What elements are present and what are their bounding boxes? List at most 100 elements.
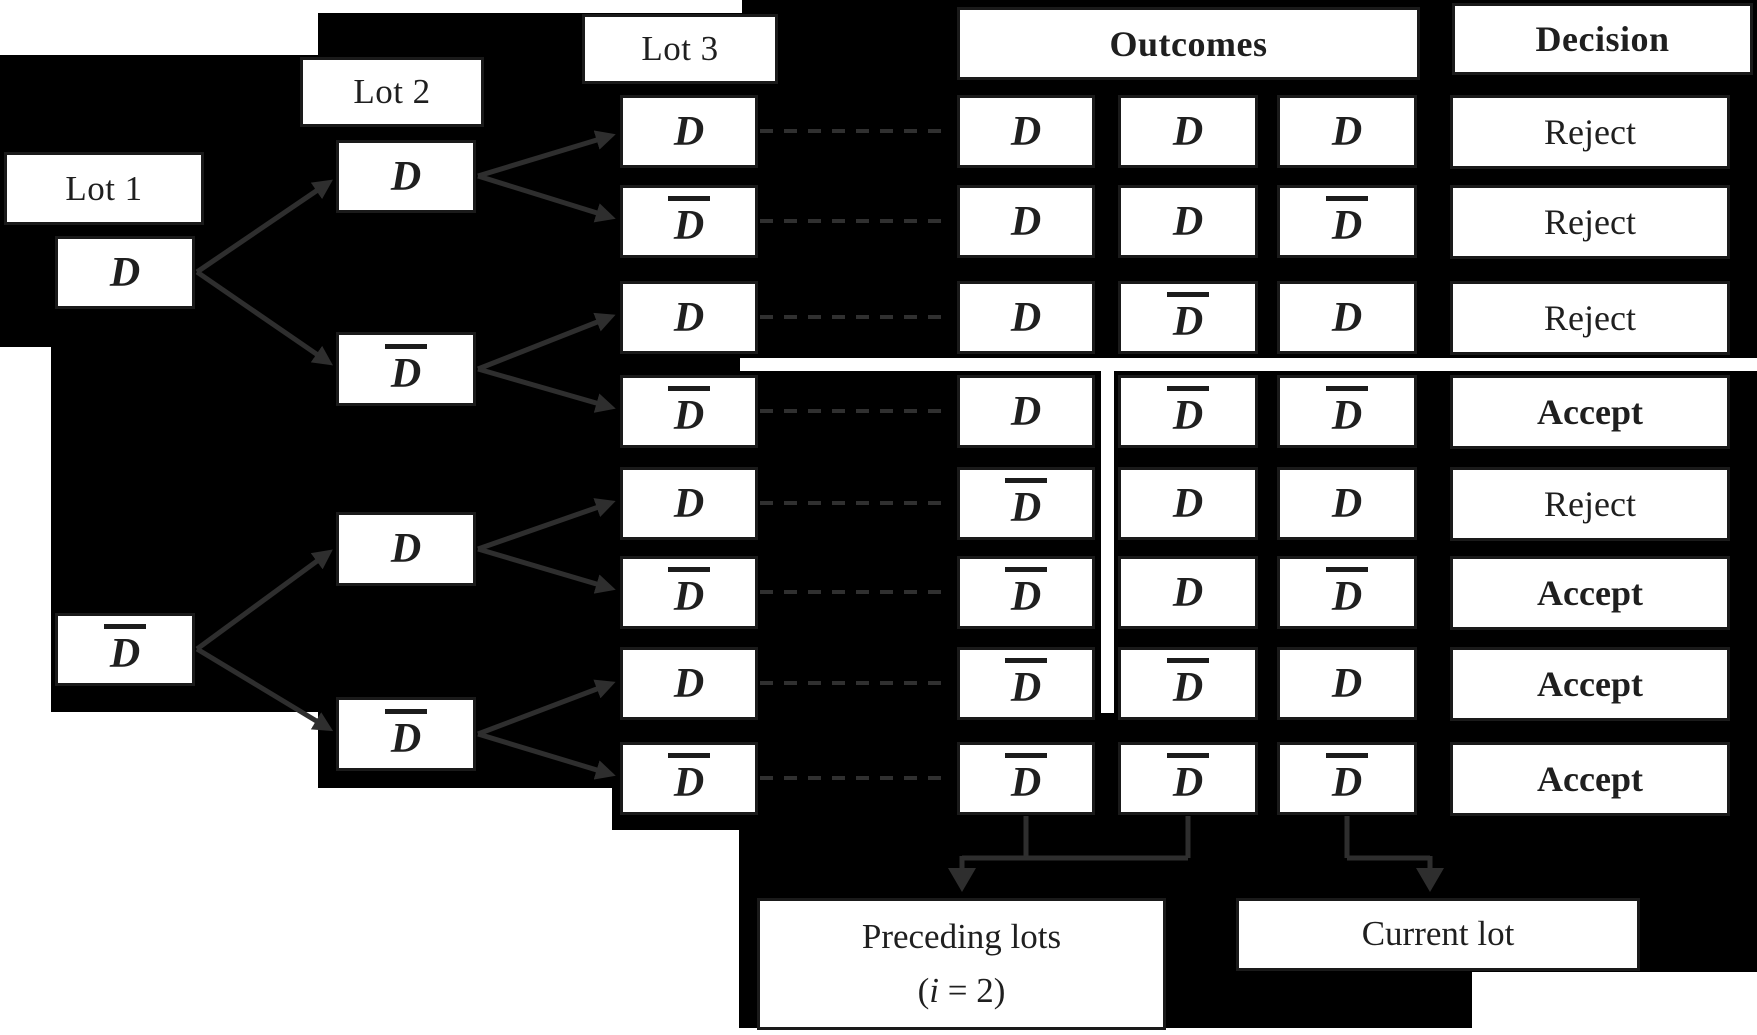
current-lot-label: Current lot [1361, 914, 1515, 954]
symbol-d: D [109, 249, 141, 296]
symbol-d: D [1331, 294, 1363, 341]
symbol-d: D [1172, 480, 1204, 527]
overline-bar: D [667, 386, 711, 439]
lot3-cell-row5: D [620, 467, 758, 540]
outcomes-header-label: Outcomes [1109, 23, 1268, 64]
outcome-cell-r2c3: D [1277, 185, 1417, 258]
outcome-cell-r5c3: D [1277, 467, 1417, 540]
lot3-cell-row1: D [620, 95, 758, 168]
symbol-d-bar: D [1331, 203, 1363, 249]
preceding-lots-box: Preceding lots (i = 2) [757, 898, 1166, 1030]
symbol-d: D [673, 660, 705, 707]
outcome-cell-r4c1: D [957, 375, 1095, 448]
overline-bar: D [1166, 386, 1210, 437]
tree-node-lot2-1-dbar: D [336, 332, 476, 406]
outcome-cell-r3c1: D [957, 281, 1095, 354]
symbol-d: D [673, 108, 705, 155]
current-lot-box: Current lot [1236, 898, 1640, 971]
symbol-d: D [1172, 569, 1204, 616]
decision-label: Reject [1544, 298, 1636, 338]
preceding-lots-index: (i = 2) [918, 964, 1006, 1018]
symbol-d-bar: D [1172, 760, 1204, 806]
tree-node-lot2-3-dbar: D [336, 697, 476, 771]
overline-bar: D [1004, 567, 1048, 620]
decision-cell-row8: Accept [1450, 742, 1730, 816]
symbol-d-bar: D [390, 350, 422, 397]
symbol-d: D [1010, 388, 1042, 435]
lot2-header: Lot 2 [300, 57, 484, 127]
outcome-cell-r8c1: D [957, 742, 1095, 815]
overline-bar: D [1325, 753, 1369, 806]
lot1-header: Lot 1 [4, 152, 204, 225]
outcome-cell-r4c3: D [1277, 375, 1417, 448]
overline-bar: D [1166, 292, 1210, 345]
symbol-d: D [1331, 660, 1363, 707]
lot3-cell-row2: D [620, 185, 758, 258]
overline-bar: D [1325, 567, 1369, 620]
symbol-d-bar: D [1331, 574, 1363, 620]
overline-bar: D [667, 753, 711, 804]
symbol-d-bar: D [1172, 299, 1204, 345]
overline-bar: D [1325, 196, 1369, 249]
decision-label: Accept [1537, 573, 1643, 613]
decision-label: Accept [1537, 759, 1643, 799]
symbol-d: D [1172, 198, 1204, 245]
outcome-cell-r5c2: D [1118, 467, 1258, 540]
symbol-d: D [673, 294, 705, 341]
index-value: = 2) [938, 971, 1006, 1010]
outcome-cell-r6c3: D [1277, 556, 1417, 629]
symbol-d: D [1331, 108, 1363, 155]
lot3-cell-row4: D [620, 375, 758, 448]
outcome-cell-r6c2: D [1118, 556, 1258, 629]
preceding-lots-label: Preceding lots [861, 916, 1062, 956]
decision-label: Reject [1544, 484, 1636, 524]
decision-label: Reject [1544, 202, 1636, 242]
decision-cell-row1: Reject [1450, 95, 1730, 169]
decision-cell-row7: Accept [1450, 647, 1730, 721]
symbol-d-bar: D [673, 574, 705, 620]
symbol-d-bar: D [1331, 393, 1363, 439]
symbol-d: D [673, 480, 705, 527]
outcome-cell-r4c2: D [1118, 375, 1258, 448]
decision-cell-row4: Accept [1450, 375, 1730, 449]
lot3-cell-row8: D [620, 742, 758, 815]
symbol-d-bar: D [673, 203, 705, 249]
symbol-d: D [1172, 108, 1204, 155]
tree-node-lot1-d: D [55, 236, 195, 309]
divider-band-horizontal [740, 358, 1757, 371]
outcome-cell-r8c3: D [1277, 742, 1417, 815]
symbol-d-bar: D [673, 393, 705, 439]
overline-bar: D [103, 624, 147, 677]
symbol-d: D [390, 153, 422, 200]
outcome-cell-r2c1: D [957, 185, 1095, 258]
decision-header-label: Decision [1535, 19, 1670, 59]
overline-bar: D [1004, 753, 1048, 804]
overline-bar: D [667, 567, 711, 620]
outcome-cell-r8c2: D [1118, 742, 1258, 815]
outcome-cell-r7c1: D [957, 647, 1095, 720]
symbol-d-bar: D [1010, 665, 1042, 711]
overline-bar: D [384, 708, 428, 762]
outcome-cell-r1c3: D [1277, 95, 1417, 168]
decision-label: Accept [1537, 392, 1643, 432]
symbol-d-bar: D [390, 715, 422, 762]
decision-header: Decision [1452, 3, 1753, 75]
decision-cell-row2: Reject [1450, 185, 1730, 259]
symbol-d-bar: D [1010, 574, 1042, 620]
symbol-d-bar: D [109, 631, 141, 677]
lot3-header-label: Lot 3 [641, 29, 719, 68]
symbol-d-bar: D [1172, 665, 1204, 711]
symbol-d: D [1010, 198, 1042, 245]
lot2-header-label: Lot 2 [353, 72, 431, 111]
overline-bar: D [1325, 386, 1369, 439]
overline-bar: D [1004, 478, 1048, 529]
symbol-d: D [1010, 108, 1042, 155]
overline-bar: D [384, 343, 428, 397]
overline-bar: D [667, 196, 711, 249]
index-variable: i [929, 971, 939, 1010]
decision-cell-row5: Reject [1450, 467, 1730, 541]
outcome-cell-r7c3: D [1277, 647, 1417, 720]
symbol-d-bar: D [1331, 760, 1363, 806]
overline-bar: D [1166, 753, 1210, 806]
